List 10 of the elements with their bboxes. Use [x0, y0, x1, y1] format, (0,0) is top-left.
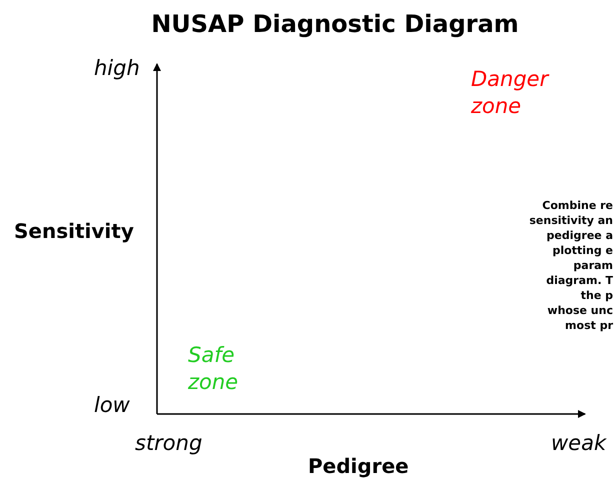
- axis-title: Pedigree: [308, 454, 409, 478]
- axis-label: weak: [551, 431, 606, 455]
- zone-label: Safe zone: [188, 342, 240, 396]
- axis-label: high: [94, 56, 140, 80]
- zone-label: Danger zone: [471, 66, 550, 120]
- diagram-title: NUSAP Diagnostic Diagram: [150, 10, 520, 38]
- axis-label: strong: [135, 431, 202, 455]
- axis-label: low: [94, 393, 130, 417]
- note-text: Combine re sensitivity an pedigree a plotting e param diagram. T the p whose unc most pr: [529, 198, 613, 333]
- axis-title: Sensitivity: [14, 219, 134, 243]
